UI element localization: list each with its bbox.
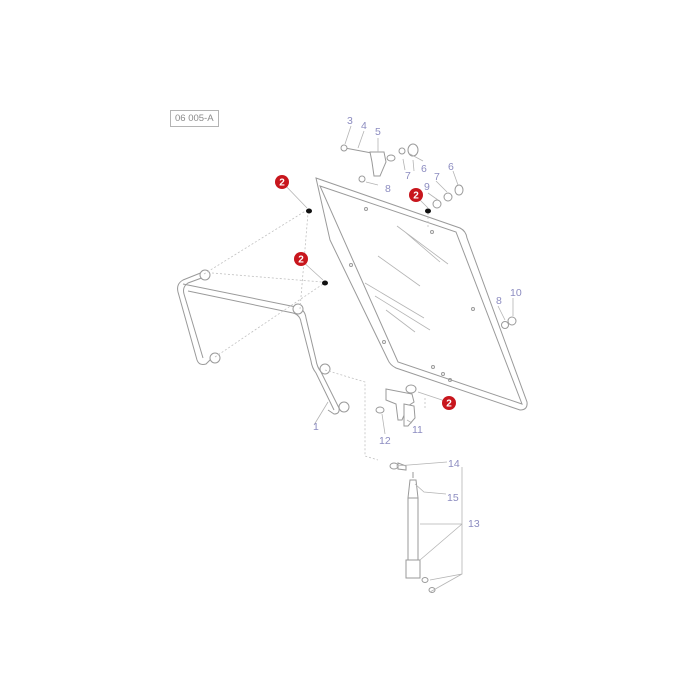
- label-part-6b: 6: [448, 161, 454, 173]
- label-part-7b: 7: [434, 171, 440, 183]
- diagram-reference-code: 06 005-A: [170, 110, 219, 127]
- label-part-7a: 7: [405, 170, 411, 182]
- label-part-8b: 8: [496, 295, 502, 307]
- label-part-6a: 6: [421, 163, 427, 175]
- label-part-14: 14: [448, 458, 460, 470]
- label-part-11: 11: [412, 424, 423, 436]
- red-callout-4: 2: [442, 396, 456, 410]
- red-callout-3: 2: [409, 188, 423, 202]
- callout-4-label: 2: [446, 399, 452, 410]
- label-part-10: 10: [510, 287, 522, 299]
- callout-3-label: 2: [413, 191, 419, 202]
- callout-2-label: 2: [298, 255, 304, 266]
- label-part-15: 15: [447, 492, 459, 504]
- label-part-8a: 8: [385, 183, 391, 195]
- projection-lines: [203, 209, 429, 461]
- label-part-3: 3: [347, 115, 353, 127]
- label-part-1: 1: [313, 421, 319, 433]
- label-part-12: 12: [379, 435, 391, 447]
- callout-1-label: 2: [279, 178, 285, 189]
- leader-lines: [281, 125, 514, 593]
- label-part-9: 9: [424, 181, 430, 193]
- window-glass-panel: [315, 177, 528, 411]
- side-fasteners: [501, 316, 517, 329]
- red-callout-1: 2: [275, 175, 289, 189]
- gas-strut: [389, 462, 436, 593]
- seal-markers: [306, 208, 431, 286]
- red-callout-2: 2: [294, 252, 308, 266]
- label-part-13: 13: [468, 518, 480, 530]
- label-part-5: 5: [375, 126, 381, 138]
- top-hinge-assembly: [340, 143, 464, 209]
- label-part-4: 4: [361, 120, 367, 132]
- guard-rail: [177, 269, 350, 415]
- part-number-labels: 1 3 4 5 6 6 7 7 8 8 9 10 11 12 13 14 15: [313, 115, 522, 530]
- lower-bracket: [375, 384, 417, 427]
